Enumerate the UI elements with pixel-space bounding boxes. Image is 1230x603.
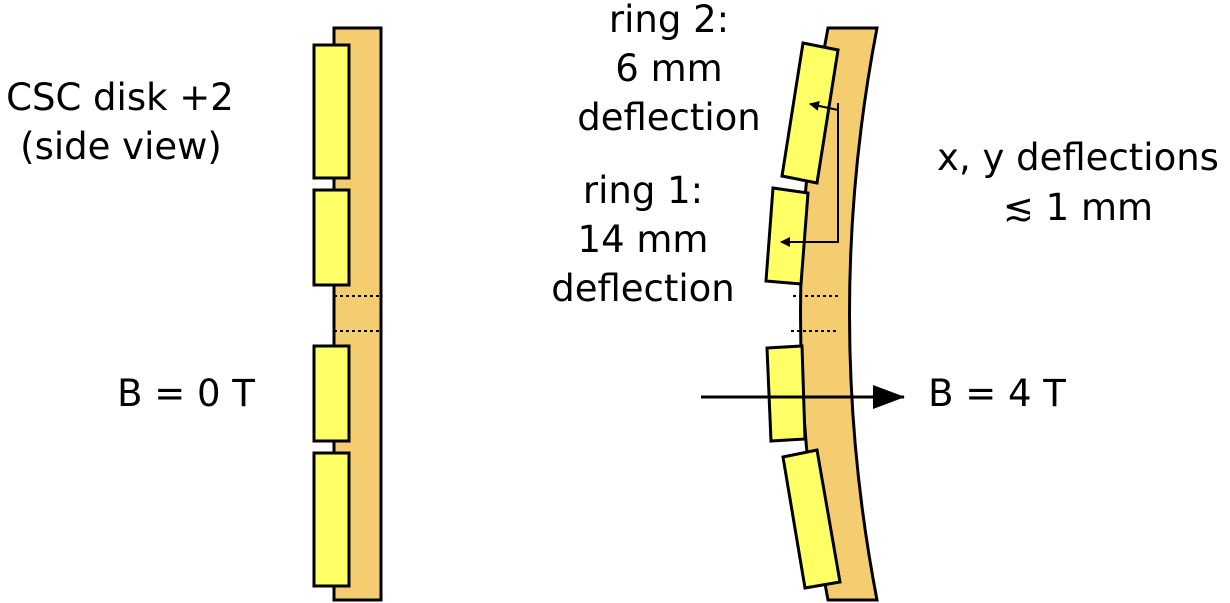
field-right-label: B = 4 T: [928, 372, 1066, 415]
bent-chamber-ring1-lower: [765, 344, 807, 443]
xy-deflection-line2: ≲ 1 mm: [1003, 186, 1153, 229]
bent-chamber-ring2-upper: [780, 41, 840, 185]
disk-title-line1: CSC disk +2: [6, 76, 234, 119]
ring1-label-line2: 14 mm: [578, 218, 709, 261]
flat-disk-group: [312, 26, 383, 602]
flat-chamber-ring2-lower: [312, 451, 351, 588]
bent-chamber-ring2-lower: [781, 448, 842, 590]
flat-chamber-ring2-upper: [312, 43, 351, 180]
bent-disk-group: [701, 26, 905, 602]
flat-chamber-ring1-lower: [312, 344, 351, 443]
ring2-label-line2: 6 mm: [615, 47, 722, 90]
field-left-label: B = 0 T: [117, 372, 255, 415]
flat-chamber-ring1-upper: [312, 188, 351, 287]
deflection-bracket-line: [780, 103, 839, 247]
ring2-label-line3: deflection: [577, 96, 761, 139]
bent-chamber-ring1-upper: [764, 186, 810, 286]
ring1-label-line3: deflection: [551, 267, 735, 310]
xy-deflection-line1: x, y deflections: [937, 136, 1219, 179]
ring1-label-line1: ring 1:: [583, 169, 703, 212]
ring2-label-line1: ring 2:: [609, 0, 729, 41]
disk-title-line2: (side view): [20, 125, 222, 168]
